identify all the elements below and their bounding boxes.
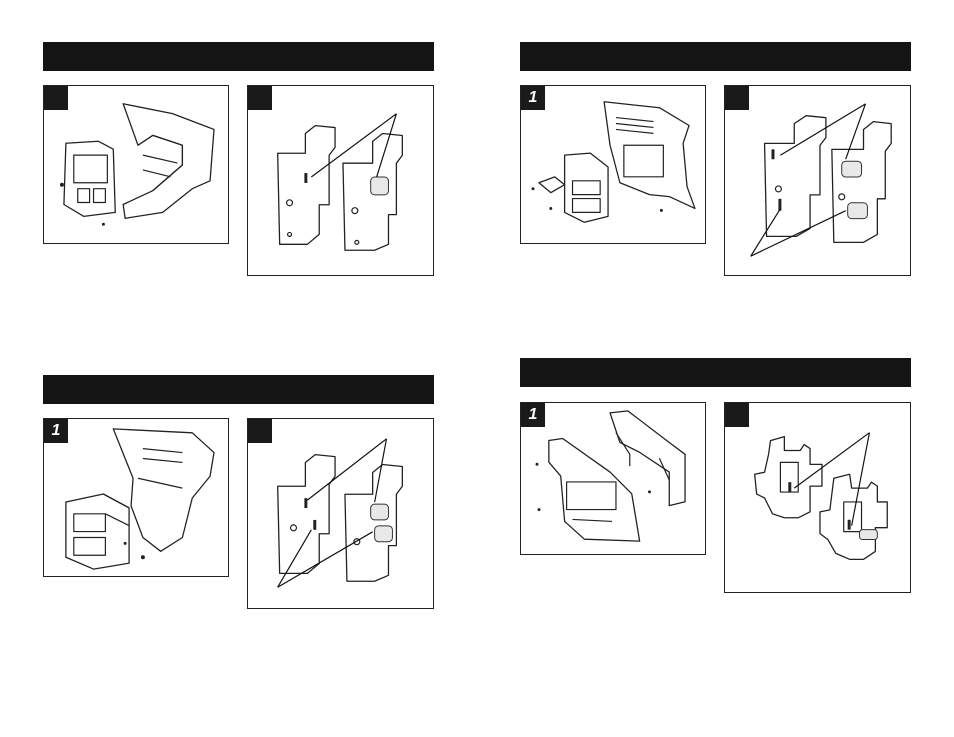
brackets-illustration <box>725 86 910 275</box>
figure-dash-assembly-1 <box>43 85 229 244</box>
brackets-illustration <box>248 419 433 608</box>
radio-housing-illustration <box>44 419 228 576</box>
section-bar-bottom-left <box>43 375 434 404</box>
figure-brackets-3 <box>724 85 911 276</box>
section-bar-bottom-right <box>520 358 911 387</box>
figure-dash-assembly-2: 1 <box>520 85 706 244</box>
brackets-illustration <box>248 86 433 275</box>
figure-bezel-assembly: 1 <box>520 402 706 555</box>
brackets-illustration <box>725 403 910 592</box>
figure-brackets-1 <box>247 85 434 276</box>
figure-brackets-4 <box>724 402 911 593</box>
bezel-assembly-illustration <box>521 403 705 554</box>
dash-assembly-illustration <box>44 86 228 243</box>
section-bar-top-right <box>520 42 911 71</box>
dash-vent-illustration <box>521 86 705 243</box>
section-bar-top-left <box>43 42 434 71</box>
figure-brackets-2 <box>247 418 434 609</box>
figure-radio-housing-1: 1 <box>43 418 229 577</box>
